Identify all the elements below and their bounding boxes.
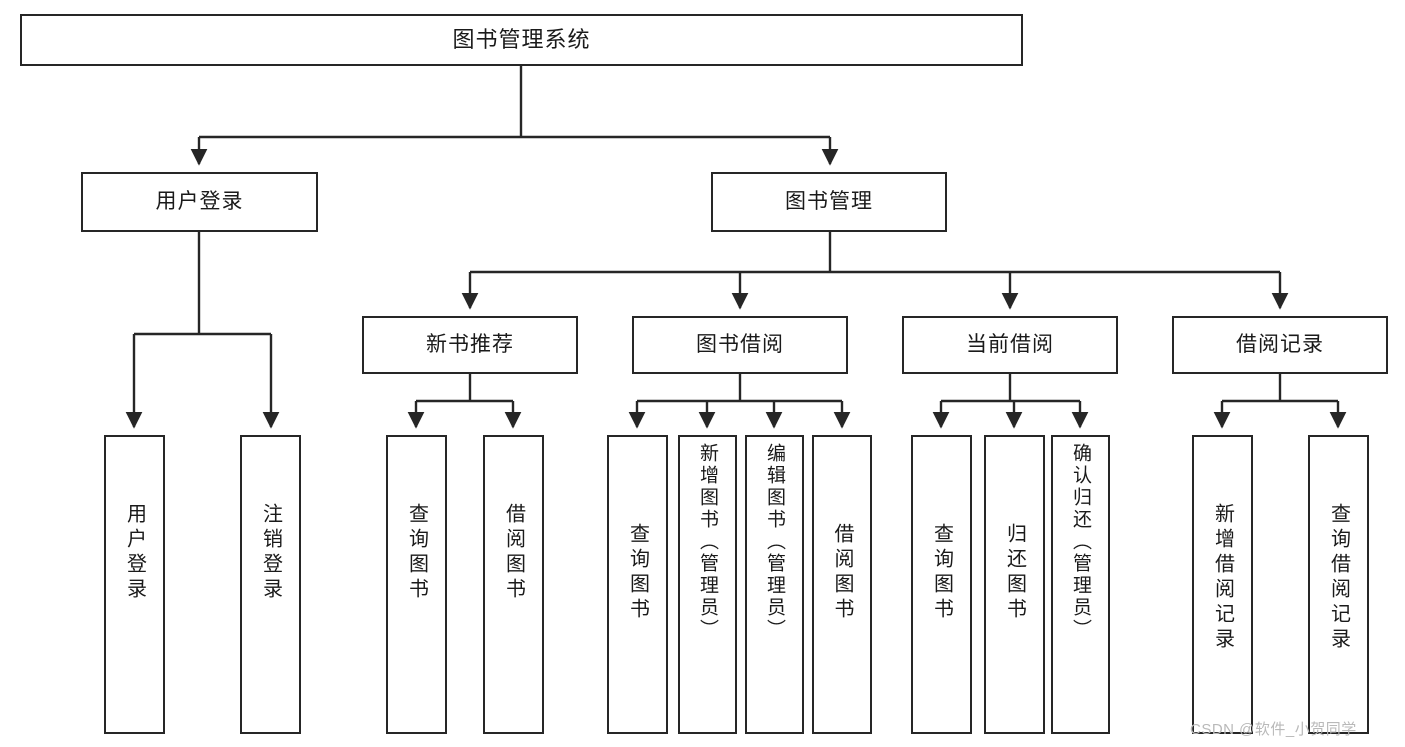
node-current-borrow-label: 当前借阅 bbox=[966, 332, 1054, 356]
csdn-watermark: CSDN @软件_小贺同学 bbox=[1190, 721, 1357, 738]
node-current-borrow[interactable]: 当前借阅 bbox=[902, 316, 1118, 374]
leaf-user-login[interactable]: 用户登录 bbox=[104, 435, 165, 734]
node-root[interactable]: 图书管理系统 bbox=[20, 14, 1023, 66]
leaf-user-logout[interactable]: 注销登录 bbox=[240, 435, 301, 734]
leaf-query-book-2[interactable]: 查询图书 bbox=[607, 435, 668, 734]
node-new-book-rec[interactable]: 新书推荐 bbox=[362, 316, 578, 374]
leaf-confirm-return[interactable]: 确认归还（管理员） bbox=[1051, 435, 1110, 734]
node-borrow-record-label: 借阅记录 bbox=[1236, 332, 1324, 356]
leaf-borrow-book-2-label: 借阅图书 bbox=[831, 523, 853, 623]
node-new-book-rec-label: 新书推荐 bbox=[426, 332, 514, 356]
leaf-borrow-book-1-label: 借阅图书 bbox=[502, 503, 525, 603]
leaf-borrow-book-2[interactable]: 借阅图书 bbox=[812, 435, 872, 734]
leaf-query-book-3-label: 查询图书 bbox=[930, 523, 953, 623]
leaf-query-book-2-label: 查询图书 bbox=[626, 523, 649, 623]
leaf-query-book-1[interactable]: 查询图书 bbox=[386, 435, 447, 734]
node-book-manage[interactable]: 图书管理 bbox=[711, 172, 947, 232]
node-user-login[interactable]: 用户登录 bbox=[81, 172, 318, 232]
leaf-add-book[interactable]: 新增图书（管理员） bbox=[678, 435, 737, 734]
node-user-login-label: 用户登录 bbox=[155, 189, 244, 213]
leaf-user-logout-label: 注销登录 bbox=[259, 503, 282, 603]
leaf-query-book-3[interactable]: 查询图书 bbox=[911, 435, 972, 734]
leaf-borrow-book-1[interactable]: 借阅图书 bbox=[483, 435, 544, 734]
leaf-user-login-label: 用户登录 bbox=[123, 503, 146, 603]
node-root-label: 图书管理系统 bbox=[452, 27, 591, 53]
leaf-confirm-return-label: 确认归还（管理员） bbox=[1070, 443, 1091, 641]
node-book-borrow-label: 图书借阅 bbox=[696, 332, 784, 356]
leaf-add-record-label: 新增借阅记录 bbox=[1211, 503, 1234, 653]
node-book-manage-label: 图书管理 bbox=[785, 189, 873, 213]
node-book-borrow[interactable]: 图书借阅 bbox=[632, 316, 848, 374]
leaf-return-book-label: 归还图书 bbox=[1003, 523, 1026, 623]
leaf-return-book[interactable]: 归还图书 bbox=[984, 435, 1045, 734]
leaf-query-book-1-label: 查询图书 bbox=[405, 503, 428, 603]
node-borrow-record[interactable]: 借阅记录 bbox=[1172, 316, 1388, 374]
leaf-add-record[interactable]: 新增借阅记录 bbox=[1192, 435, 1253, 734]
leaf-edit-book[interactable]: 编辑图书（管理员） bbox=[745, 435, 804, 734]
leaf-edit-book-label: 编辑图书（管理员） bbox=[764, 443, 785, 641]
leaf-query-record-label: 查询借阅记录 bbox=[1327, 503, 1350, 653]
leaf-query-record[interactable]: 查询借阅记录 bbox=[1308, 435, 1369, 734]
leaf-add-book-label: 新增图书（管理员） bbox=[697, 443, 718, 641]
